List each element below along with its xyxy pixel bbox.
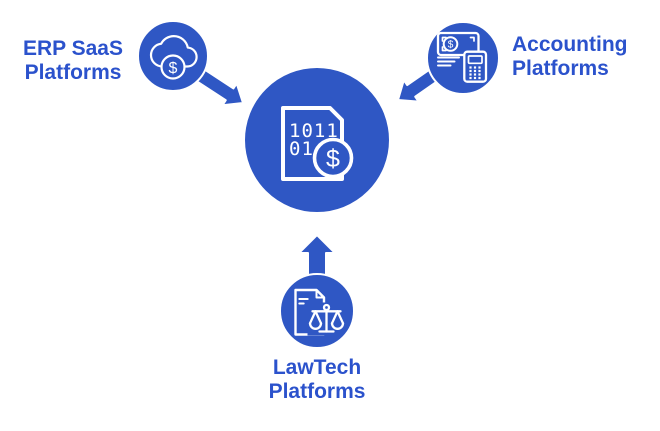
lawtech-node-label: LawTech Platforms [247,356,387,403]
center-hub-circle: 1011 01 $ [243,66,391,214]
erp-node-circle: $ [137,20,209,92]
calculator-keys [469,66,481,80]
binary-digits-row2: 01 [289,138,314,160]
erp-node-label: ERP SaaS Platforms [9,37,137,84]
lawtech-node-circle [279,273,355,349]
banknote-dollar-circle [442,36,459,52]
erp-label-line1: ERP SaaS [22,37,123,60]
banknote-corner-mark [469,36,475,42]
lawtech-to-center-arrow [298,234,336,278]
dollar-sign: $ [448,40,454,51]
accounting-node-circle: $ [426,21,500,95]
lawtech-label-line1: LawTech [272,356,362,379]
dollar-sign: $ [169,60,178,77]
binary-digits-row1: 1011 [289,120,339,142]
cloud-outline [151,36,197,66]
cloud-dollar-icon: $ [139,22,207,80]
banknote-outline [436,31,480,57]
dollar-sign: $ [326,145,340,173]
banknote-calculator-icon: $ [436,31,488,83]
digital-invoice-document-icon: 1011 01 $ [281,106,354,181]
dollar-badge [160,54,186,80]
document-fold [315,289,325,299]
accounting-label-line2: Platforms [512,56,609,80]
lawtech-label-line2: Platforms [268,379,366,403]
scales-of-justice [308,303,345,333]
calculator-screen [467,55,483,65]
banknote-corner-mark [441,36,447,42]
accounting-label-line1: Accounting [512,33,628,56]
banknote-corner-mark [441,46,447,52]
legal-document-scales-icon [294,288,345,336]
erp-label-line2: Platforms [24,60,122,84]
accounting-node-label: Accounting Platforms [512,33,660,80]
invoice-dollar-circle [312,137,354,179]
erp-to-center-arrow [192,66,244,107]
